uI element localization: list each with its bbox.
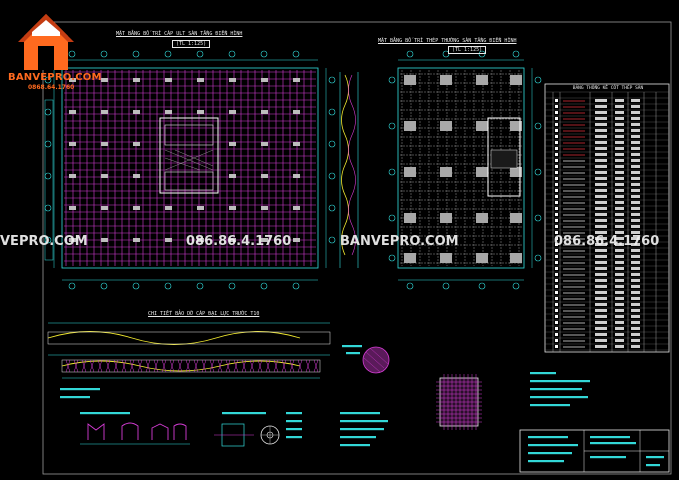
plan-right-title: MẶT BẰNG BỐ TRÍ THÉP THƯỜNG SÀN TẦNG ĐIỂ… xyxy=(378,38,517,44)
logo-name: BANVEPRO.COM xyxy=(8,72,102,83)
watermark-phone-right: 086.86.4.1760 xyxy=(554,234,660,249)
banvepro-logo xyxy=(18,14,74,70)
margin-details xyxy=(44,99,54,261)
rebar-schedule-table xyxy=(544,83,670,353)
plan-left-title: MẶT BẰNG BỐ TRÍ CÁP ULT SÀN TẦNG ĐIỂN HÌ… xyxy=(116,31,243,37)
plan-left xyxy=(44,50,336,290)
plan-right-scale: (TL 1:125) xyxy=(448,46,487,54)
logo-phone: 0868.64.1760 xyxy=(28,84,75,91)
cable-section-detail xyxy=(47,322,331,379)
section-title: CHI TIẾT BẢO DỠ CÁP ĐẠI LỰC TRƯỚC T10 xyxy=(148,311,260,317)
table-title: BẢNG THỐNG KÊ CỐT THÉP SÀN xyxy=(572,86,644,91)
watermark-site-left: VEPRO.COM xyxy=(0,234,88,249)
bottom-details xyxy=(60,345,670,473)
watermark-site-center: BANVEPRO.COM xyxy=(340,234,459,249)
plan-left-scale: (TL 1:125) xyxy=(172,40,211,48)
watermark-phone-left: 086.86.4.1760 xyxy=(186,234,292,249)
plan-right xyxy=(388,50,542,290)
elevation-strip xyxy=(339,72,359,268)
